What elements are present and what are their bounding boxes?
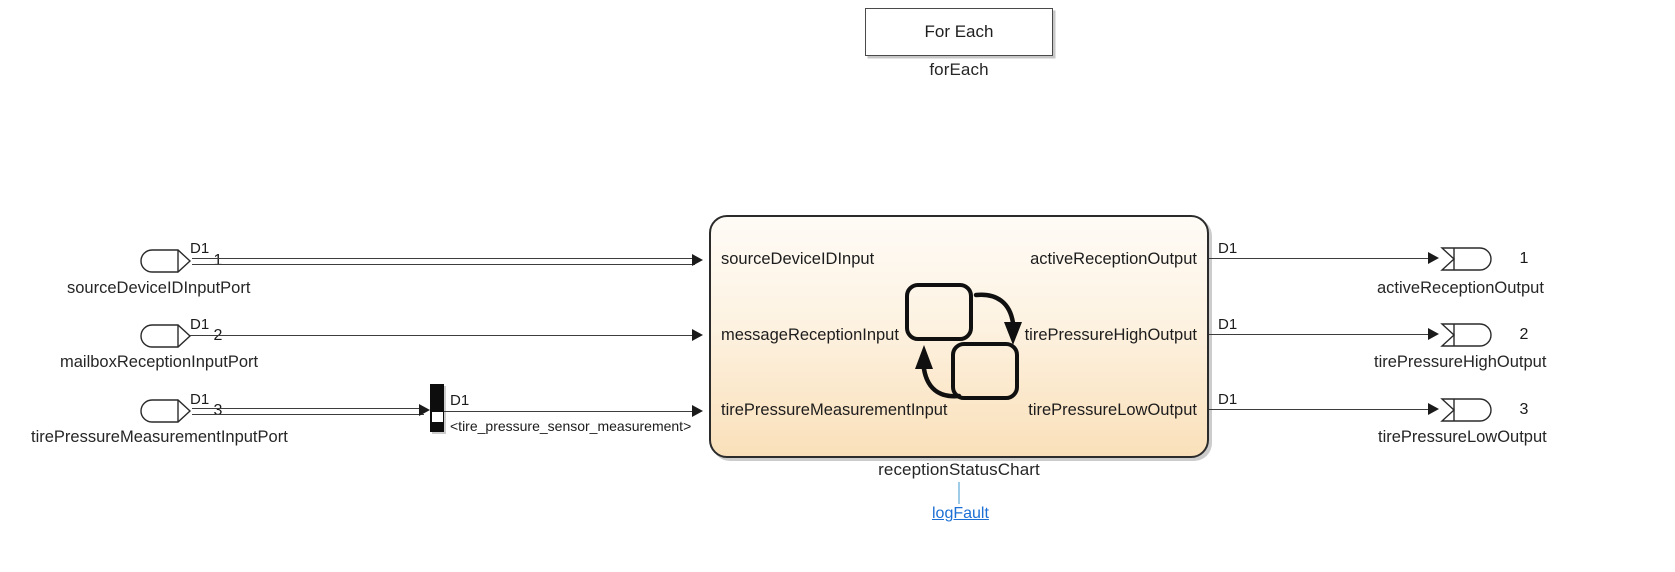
outport-number-3: 3 [1519, 401, 1529, 418]
chart-output-label-2: tirePressureHighOutput [1024, 326, 1197, 344]
inport-block-3[interactable]: 3 [140, 399, 222, 423]
signal-label-out-3: D1 [1218, 391, 1238, 408]
foreach-subsystem-block[interactable]: For Each [865, 8, 1053, 56]
wire-inport3-to-busselector[interactable] [192, 408, 424, 415]
logfault-hyperlink[interactable]: logFault [932, 505, 989, 522]
outport-name-1: activeReceptionOutput [1377, 279, 1544, 297]
stateflow-chart-block[interactable]: sourceDeviceIDInput messageReceptionInpu… [709, 215, 1209, 458]
inport-block-1[interactable]: 1 [140, 249, 222, 273]
chart-block-name: receptionStatusChart [878, 460, 1040, 479]
outport-block-2[interactable]: 2 [1440, 323, 1528, 347]
inport-name-3: tirePressureMeasurementInputPort [31, 428, 288, 446]
bus-selector-block[interactable] [430, 384, 444, 432]
wire-arrow-outport3 [1428, 403, 1439, 415]
wire-chart-to-outport3[interactable] [1209, 409, 1431, 411]
bus-selector-notch-icon [431, 411, 443, 423]
signal-label-in-2: D1 [190, 316, 210, 333]
inport-name-1: sourceDeviceIDInputPort [67, 279, 251, 297]
signal-label-out-2: D1 [1218, 316, 1238, 333]
bus-selector-element-label: <tire_pressure_sensor_measurement> [450, 418, 692, 434]
chart-output-label-1: activeReceptionOutput [1030, 250, 1197, 268]
wire-arrow-inport2 [692, 329, 703, 341]
inport-shape-icon [140, 324, 192, 348]
inport-name-2: mailboxReceptionInputPort [60, 353, 259, 371]
signal-label-in-1: D1 [190, 240, 210, 257]
outport-shape-icon [1440, 323, 1492, 347]
chart-input-label-1: sourceDeviceIDInput [721, 250, 875, 268]
stateflow-transition-arrows-icon [915, 292, 1022, 399]
wire-arrow-outport1 [1428, 252, 1439, 264]
inport-shape-icon [140, 399, 192, 423]
outport-block-1[interactable]: 1 [1440, 247, 1528, 271]
wire-chart-to-outport2[interactable] [1209, 334, 1431, 336]
outport-shape-icon [1440, 398, 1492, 422]
outport-block-3[interactable]: 3 [1440, 398, 1528, 422]
wire-arrow-busselector-in [419, 404, 430, 416]
inport-shape-icon [140, 249, 192, 273]
chart-input-label-3: tirePressureMeasurementInput [721, 401, 948, 419]
signal-label-in-3: D1 [190, 391, 210, 408]
wire-inport2-to-chart[interactable] [190, 335, 695, 337]
stateflow-state-icon-2 [951, 342, 1019, 400]
outport-number-2: 2 [1519, 326, 1529, 343]
wire-arrow-inport1 [692, 254, 703, 266]
signal-label-busselector-out: D1 [450, 392, 470, 409]
wire-busselector-to-chart[interactable] [444, 411, 695, 413]
outport-number-1: 1 [1519, 250, 1529, 267]
wire-arrow-inport3 [692, 405, 703, 417]
foreach-block-name: forEach [929, 60, 989, 79]
outport-name-2: tirePressureHighOutput [1374, 353, 1547, 371]
signal-label-out-1: D1 [1218, 240, 1238, 257]
wire-arrow-outport2 [1428, 328, 1439, 340]
stateflow-state-icon-1 [905, 283, 973, 341]
chart-input-label-2: messageReceptionInput [721, 326, 899, 344]
outport-name-3: tirePressureLowOutput [1378, 428, 1547, 446]
wire-chart-to-outport1[interactable] [1209, 258, 1431, 260]
inport-block-2[interactable]: 2 [140, 324, 222, 348]
annotation-connector-line [958, 482, 960, 504]
wire-inport1-to-chart[interactable] [192, 258, 695, 265]
chart-output-label-3: tirePressureLowOutput [1028, 401, 1197, 419]
outport-shape-icon [1440, 247, 1492, 271]
foreach-block-title: For Each [924, 22, 994, 41]
